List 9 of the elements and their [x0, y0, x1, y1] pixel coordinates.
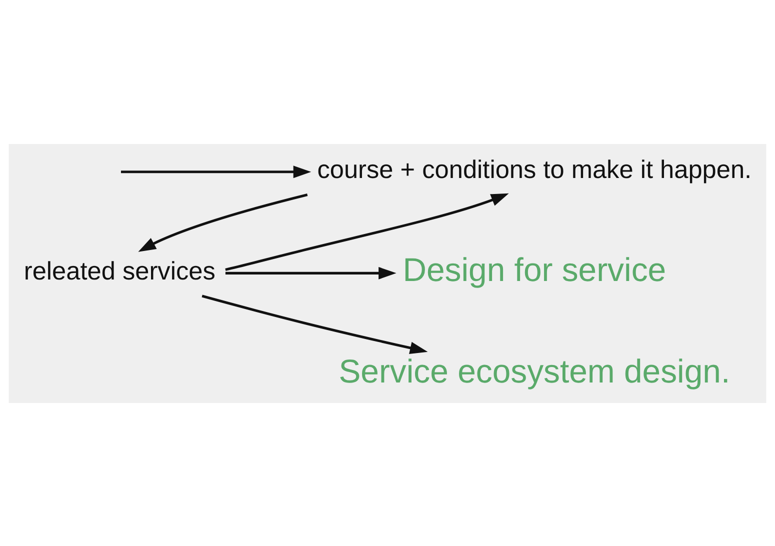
arrow	[225, 192, 509, 270]
arrow	[225, 266, 396, 279]
node-text: Design for service	[402, 250, 666, 288]
arrow	[202, 294, 428, 354]
node-text: course + conditions to make it happen.	[317, 156, 752, 184]
arrow	[120, 165, 312, 178]
arrow	[138, 193, 308, 252]
node-text: Service ecosystem design.	[338, 352, 730, 389]
node-text: releated services	[24, 257, 216, 286]
